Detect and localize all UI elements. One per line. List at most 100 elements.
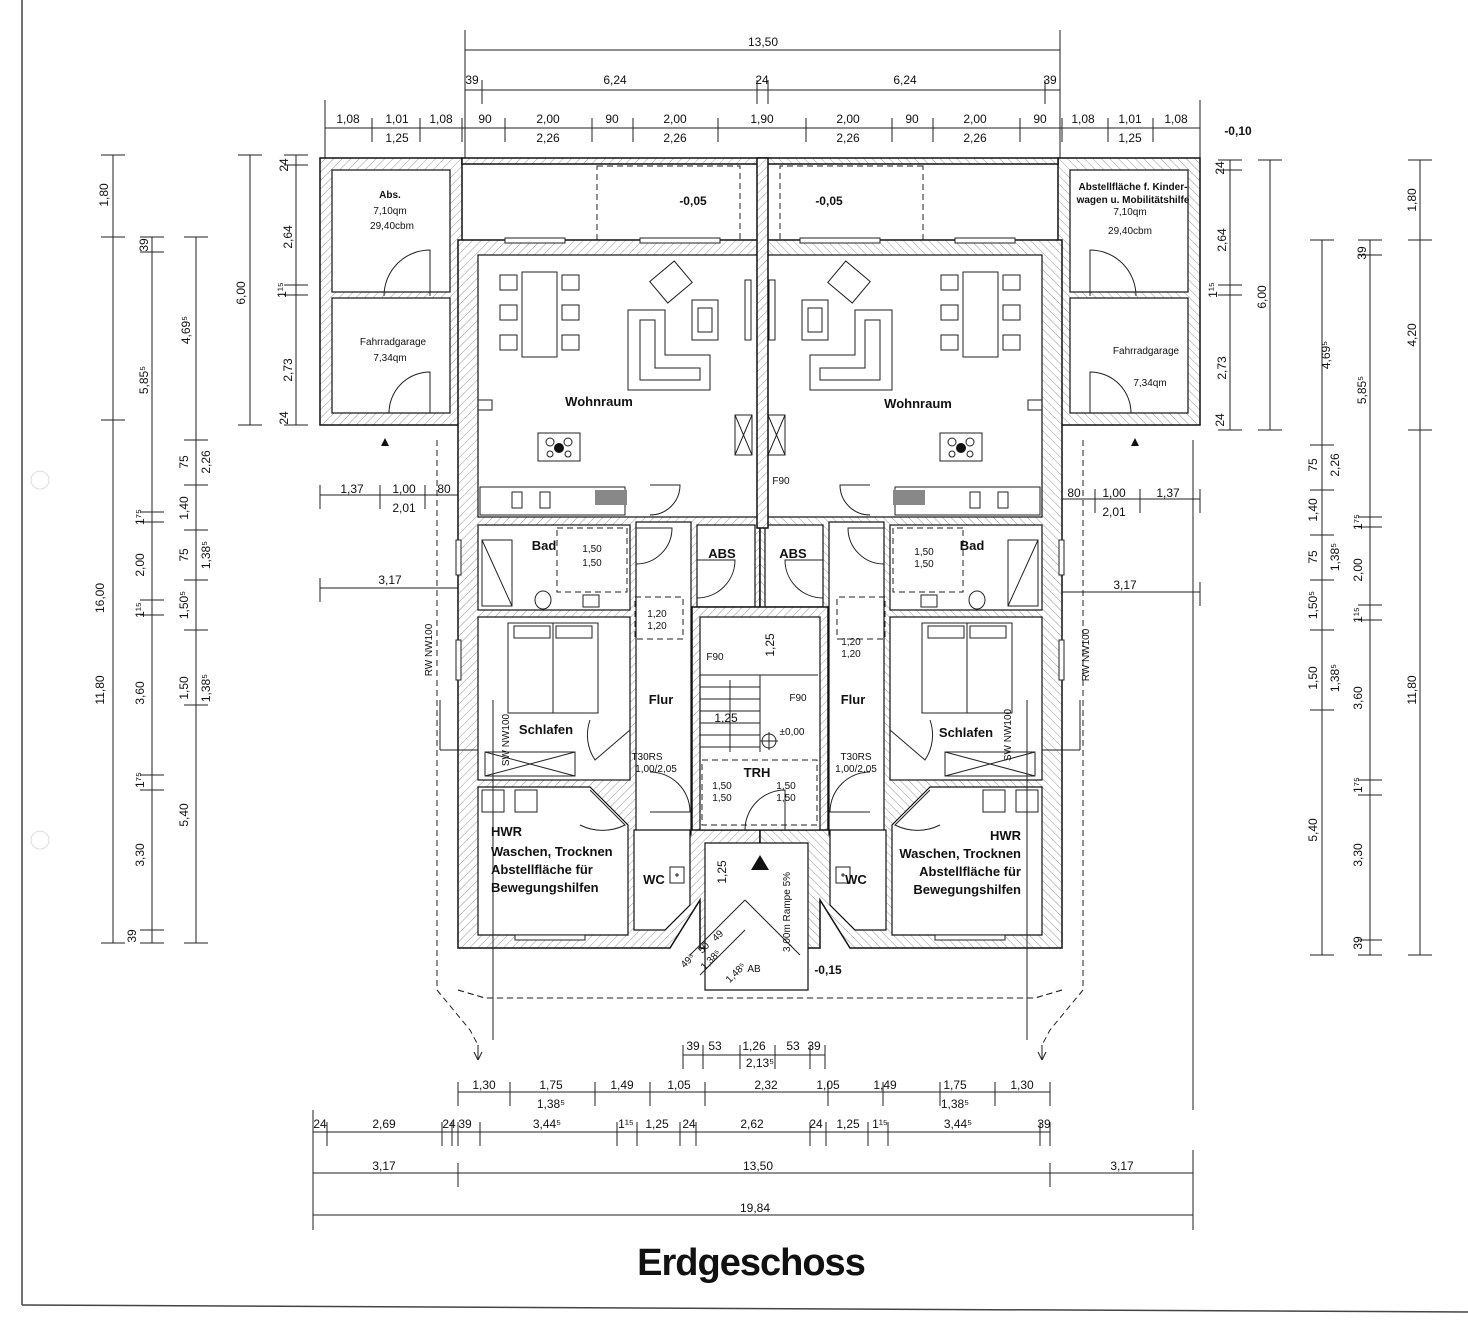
dim-label: 1,05 xyxy=(667,1078,691,1092)
dim-label: 1,38⁵ xyxy=(941,1097,969,1111)
window xyxy=(639,237,721,244)
terrace-level: -0,05 xyxy=(815,194,843,208)
dim-label: 1,25 xyxy=(645,1117,669,1131)
door-swing xyxy=(649,771,691,813)
turning-circle-size: 1,50 xyxy=(712,781,732,792)
dim-label: 49⁵ xyxy=(679,952,698,971)
chair xyxy=(561,334,580,351)
level-zero: ±0,00 xyxy=(780,727,805,738)
door-type: T30RS xyxy=(631,752,662,763)
dim-label: 1,08 xyxy=(1164,112,1188,126)
dim-label: 2,00 xyxy=(536,112,560,126)
room-label-hwr: Bewegungshilfen xyxy=(491,880,599,895)
room-flur xyxy=(635,521,692,836)
dim-label: 3,17 xyxy=(1110,1159,1134,1173)
dim-label: 11,80 xyxy=(1405,675,1419,704)
window xyxy=(455,539,462,576)
dryer xyxy=(514,789,538,813)
level-top: -0,10 xyxy=(1224,124,1252,138)
turning-circle-size: 1,20 xyxy=(841,637,861,648)
sheet-border xyxy=(21,1304,1468,1313)
chair xyxy=(499,274,518,291)
dim-label: 1,38⁵ xyxy=(199,674,213,702)
dimension-lines xyxy=(101,30,1432,1230)
dim-label: 53 xyxy=(786,1039,800,1053)
room-label-hwr: Bewegungshilfen xyxy=(913,882,1021,897)
dim-label: 1¹⁵ xyxy=(275,282,289,298)
room-hwr xyxy=(477,786,629,936)
dim-label: 1⁷⁵ xyxy=(133,772,147,788)
dim-label: 1,26 xyxy=(742,1039,766,1053)
room-wc xyxy=(633,829,691,931)
dim-label: 16,00 xyxy=(93,583,107,613)
room-label-wohnraum: Wohnraum xyxy=(565,394,633,409)
dim-label: 5,85⁵ xyxy=(1355,376,1369,404)
door-swing xyxy=(649,484,681,516)
door-swing xyxy=(388,371,431,414)
dim-label: 24 xyxy=(442,1117,456,1131)
dim-label: 39 xyxy=(1351,936,1365,950)
dim-label: 75 xyxy=(177,548,191,562)
dim-label: 1,75 xyxy=(539,1078,563,1092)
dim-label: 1,37 xyxy=(1156,486,1180,500)
dim-label: 1¹⁵ xyxy=(1206,282,1220,298)
dim-label: 1,25 xyxy=(836,1117,860,1131)
dim-label: 24 xyxy=(277,158,291,172)
dim-label: 1⁷⁵ xyxy=(1351,777,1365,793)
dim-label: 1,30 xyxy=(1010,1078,1034,1092)
dim-label: 4,69⁵ xyxy=(179,316,193,344)
dim-label: 2,73 xyxy=(1215,356,1229,380)
dim-label: 24 xyxy=(755,73,769,87)
garage-area: 7,34qm xyxy=(1133,378,1166,389)
shed-label: wagen u. Mobilitätshilfe xyxy=(1076,195,1190,206)
dim-label: 1,38⁵ xyxy=(1328,543,1342,571)
dim-label: 39 xyxy=(686,1039,700,1053)
dim-label: 39 xyxy=(1355,246,1369,260)
chair xyxy=(561,274,580,291)
terrace-wall xyxy=(461,157,761,165)
dim-label: 5,40 xyxy=(1306,818,1320,842)
dim-label: 24 xyxy=(277,411,291,425)
fire-rating: F90 xyxy=(706,652,724,663)
room-wohnraum xyxy=(477,254,759,518)
dim-label: 2,26 xyxy=(663,131,687,145)
dim-label: 2,00 xyxy=(836,112,860,126)
room-label-wohnraum: Wohnraum xyxy=(884,396,952,411)
dim-label: 1,00 xyxy=(392,482,416,496)
shed-volume: 29,40cbm xyxy=(370,221,414,232)
toilet xyxy=(534,590,552,610)
chair xyxy=(499,334,518,351)
dim-label: 1¹⁵ xyxy=(1351,607,1365,623)
room-label-flur: Flur xyxy=(649,692,674,707)
room-abs xyxy=(696,524,756,608)
turning-circle-size: 1,50 xyxy=(914,559,934,570)
sewage-pipe-label: SW NW100 xyxy=(501,713,512,766)
stair-width: 1,25 xyxy=(714,711,738,725)
dim-label: 2,01 xyxy=(1102,505,1126,519)
dim-label: 39 xyxy=(137,238,151,252)
dim-label: 3,30 xyxy=(133,843,147,867)
dim-label: 24 xyxy=(682,1117,696,1131)
dim-label: 80 xyxy=(437,482,451,496)
room-label-abs: ABS xyxy=(708,546,736,561)
dim-label: 1,90 xyxy=(750,112,774,126)
dim-label: 1,00 xyxy=(1102,486,1126,500)
dim-label: 3,17 xyxy=(1113,578,1137,592)
dim-label: 6,00 xyxy=(234,281,248,305)
tv-cabinet xyxy=(744,279,752,341)
core-depth: 1,25 xyxy=(763,633,777,657)
window xyxy=(504,237,566,244)
dim-label: 1,08 xyxy=(429,112,453,126)
dim-label: 3,44⁵ xyxy=(944,1117,972,1131)
turning-circle-size: 1,50 xyxy=(776,793,796,804)
rainwater-pipe-label: RW NW100 xyxy=(424,623,435,676)
sewage-pipe-label: SW NW100 xyxy=(1003,708,1014,761)
dim-label: 90 xyxy=(605,112,619,126)
coffee-table xyxy=(691,299,719,341)
turning-circle-size: 1,20 xyxy=(647,609,667,620)
window xyxy=(455,639,462,681)
shed-label: Abstellfläche f. Kinder- xyxy=(1079,182,1188,193)
dim-label: 1,37 xyxy=(340,482,364,496)
door-swing xyxy=(744,789,786,831)
